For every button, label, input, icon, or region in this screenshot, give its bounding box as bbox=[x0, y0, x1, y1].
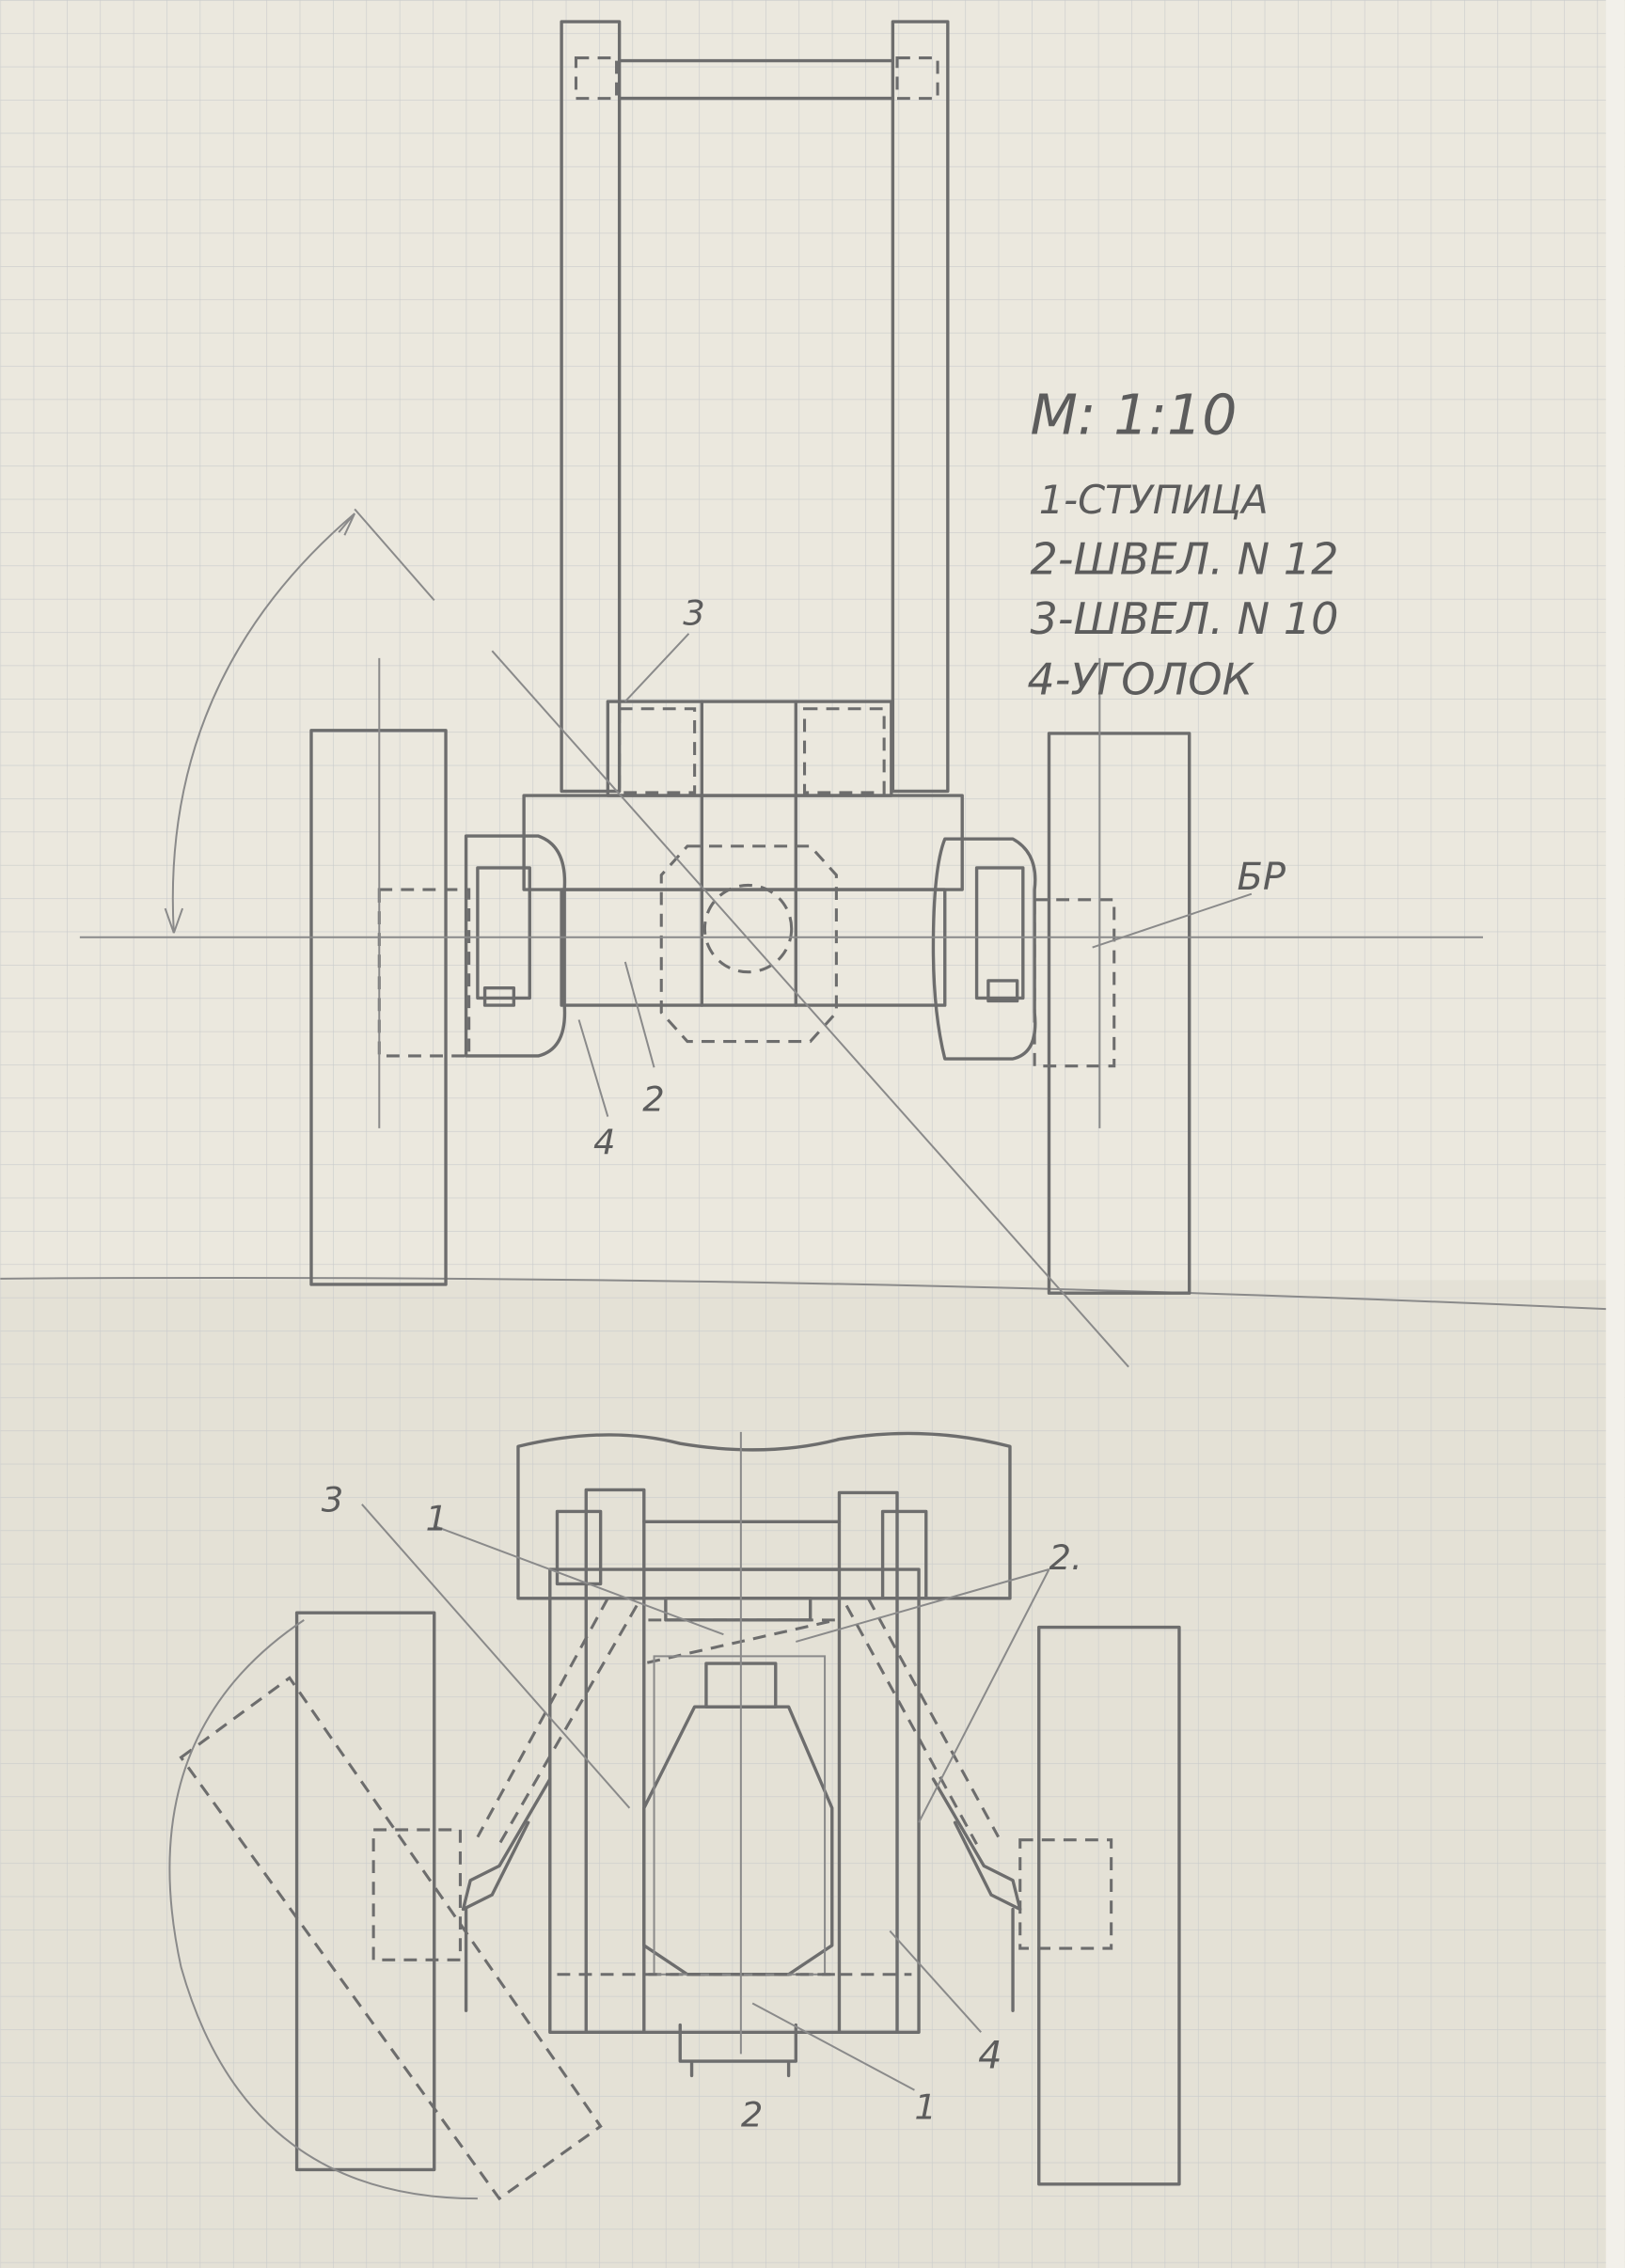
mast-crossbar bbox=[617, 58, 895, 101]
axle-channel-2 bbox=[560, 888, 947, 1007]
body-outline bbox=[516, 1431, 1012, 1600]
callout-4: 4 bbox=[593, 1123, 615, 1163]
scale-label: M: 1:10 bbox=[1031, 383, 1238, 447]
callout-2-bottom: 2 bbox=[741, 2094, 763, 2134]
bottom-view-drawing: 3 1 2. 4 1 2 bbox=[168, 1431, 1181, 2201]
legend-item-3: 3-ШВЕЛ. N 10 bbox=[1031, 593, 1339, 644]
turned-wheel bbox=[179, 1676, 603, 2201]
legend: M: 1:10 1-СТУПИЦА 2-ШВЕЛ. N 12 3-ШВЕЛ. N… bbox=[1027, 383, 1338, 704]
callout-2-right: 2. bbox=[1049, 1537, 1082, 1578]
top-view-drawing: 3 2 4 БР bbox=[79, 20, 1483, 1368]
callout-2: 2 bbox=[642, 1079, 664, 1119]
callout-3: 3 bbox=[683, 593, 704, 634]
callout-4-bottom: 4 bbox=[978, 2035, 1002, 2078]
paper-fold-line bbox=[0, 1276, 1606, 1311]
right-wheel-bottom bbox=[1037, 1625, 1181, 2186]
hub-octagon bbox=[659, 844, 838, 1044]
callout-br: БР bbox=[1237, 856, 1286, 899]
mast-right-rail bbox=[891, 20, 950, 794]
frame-outline bbox=[548, 1567, 921, 2034]
callout-3-bottom: 3 bbox=[322, 1479, 343, 1520]
tow-hitch bbox=[678, 2023, 798, 2078]
hub-circle bbox=[702, 883, 794, 974]
left-bracket bbox=[464, 834, 567, 1058]
right-hub-bottom bbox=[1018, 1838, 1113, 1950]
callout-1-bottom: 1 bbox=[914, 2087, 936, 2128]
left-wheel-bottom bbox=[294, 1611, 436, 2172]
turning-arc bbox=[168, 1619, 478, 2200]
rotation-arc bbox=[171, 512, 355, 934]
left-hub-top bbox=[377, 888, 471, 1058]
legend-item-2: 2-ШВЕЛ. N 12 bbox=[1031, 534, 1339, 585]
rotation-line bbox=[491, 650, 1129, 1368]
left-hub-bottom bbox=[371, 1828, 462, 1961]
steering-knuckles bbox=[461, 1777, 1022, 1912]
right-wheel-top bbox=[1047, 732, 1191, 1295]
callout-1-top: 1 bbox=[426, 1498, 448, 1538]
right-hub-top bbox=[1033, 898, 1116, 1068]
mast-left-rail bbox=[560, 20, 622, 794]
legend-item-1: 1-СТУПИЦА bbox=[1039, 477, 1269, 523]
legend-item-4: 4-УГОЛОК bbox=[1027, 654, 1254, 704]
right-bracket bbox=[931, 837, 1037, 1061]
